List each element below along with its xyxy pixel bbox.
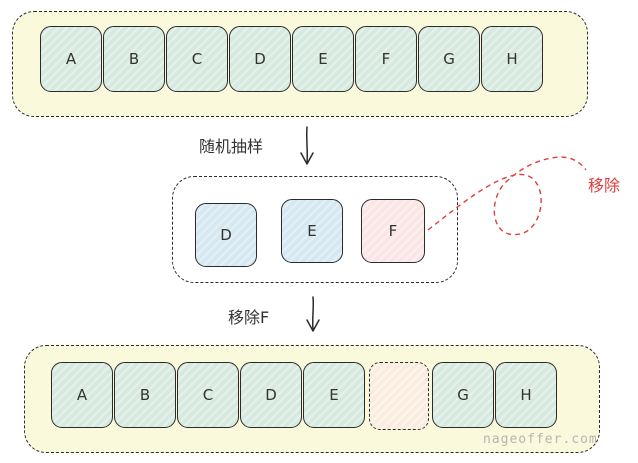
top-cell-c: C: [166, 26, 228, 92]
bottom-cell-c: C: [177, 362, 239, 428]
top-cell-b: B: [103, 26, 165, 92]
bottom-cell-a: A: [51, 362, 113, 428]
bottom-cell-e: E: [303, 362, 365, 428]
removal-curve-icon: [427, 156, 587, 236]
watermark: nageoffer.com: [483, 432, 598, 447]
sample-cell-d: D: [195, 203, 257, 267]
down-arrow-head-icon: [300, 152, 314, 165]
bottom-cell-h: H: [495, 362, 557, 428]
sample-cell-e: E: [281, 199, 343, 263]
top-cell-e: E: [292, 26, 354, 92]
bottom-cell-removed-slot: [369, 362, 429, 430]
remove-note: 移除: [588, 176, 621, 195]
sample-cell-f: F: [361, 199, 425, 263]
top-cell-f: F: [355, 26, 417, 92]
sample-label: 随机抽样: [199, 137, 264, 156]
down-arrow-icon-2: [311, 296, 315, 331]
top-cell-a: A: [40, 26, 102, 92]
down-arrow-icon: [305, 126, 309, 164]
top-cell-h: H: [481, 26, 543, 92]
remove-f-label: 移除F: [228, 308, 270, 327]
bottom-cell-b: B: [114, 362, 176, 428]
top-cell-d: D: [229, 26, 291, 92]
top-cell-g: G: [418, 26, 480, 92]
down-arrow-head-icon-2: [306, 319, 320, 332]
bottom-cell-d: D: [240, 362, 302, 428]
bottom-cell-g: G: [432, 362, 494, 428]
